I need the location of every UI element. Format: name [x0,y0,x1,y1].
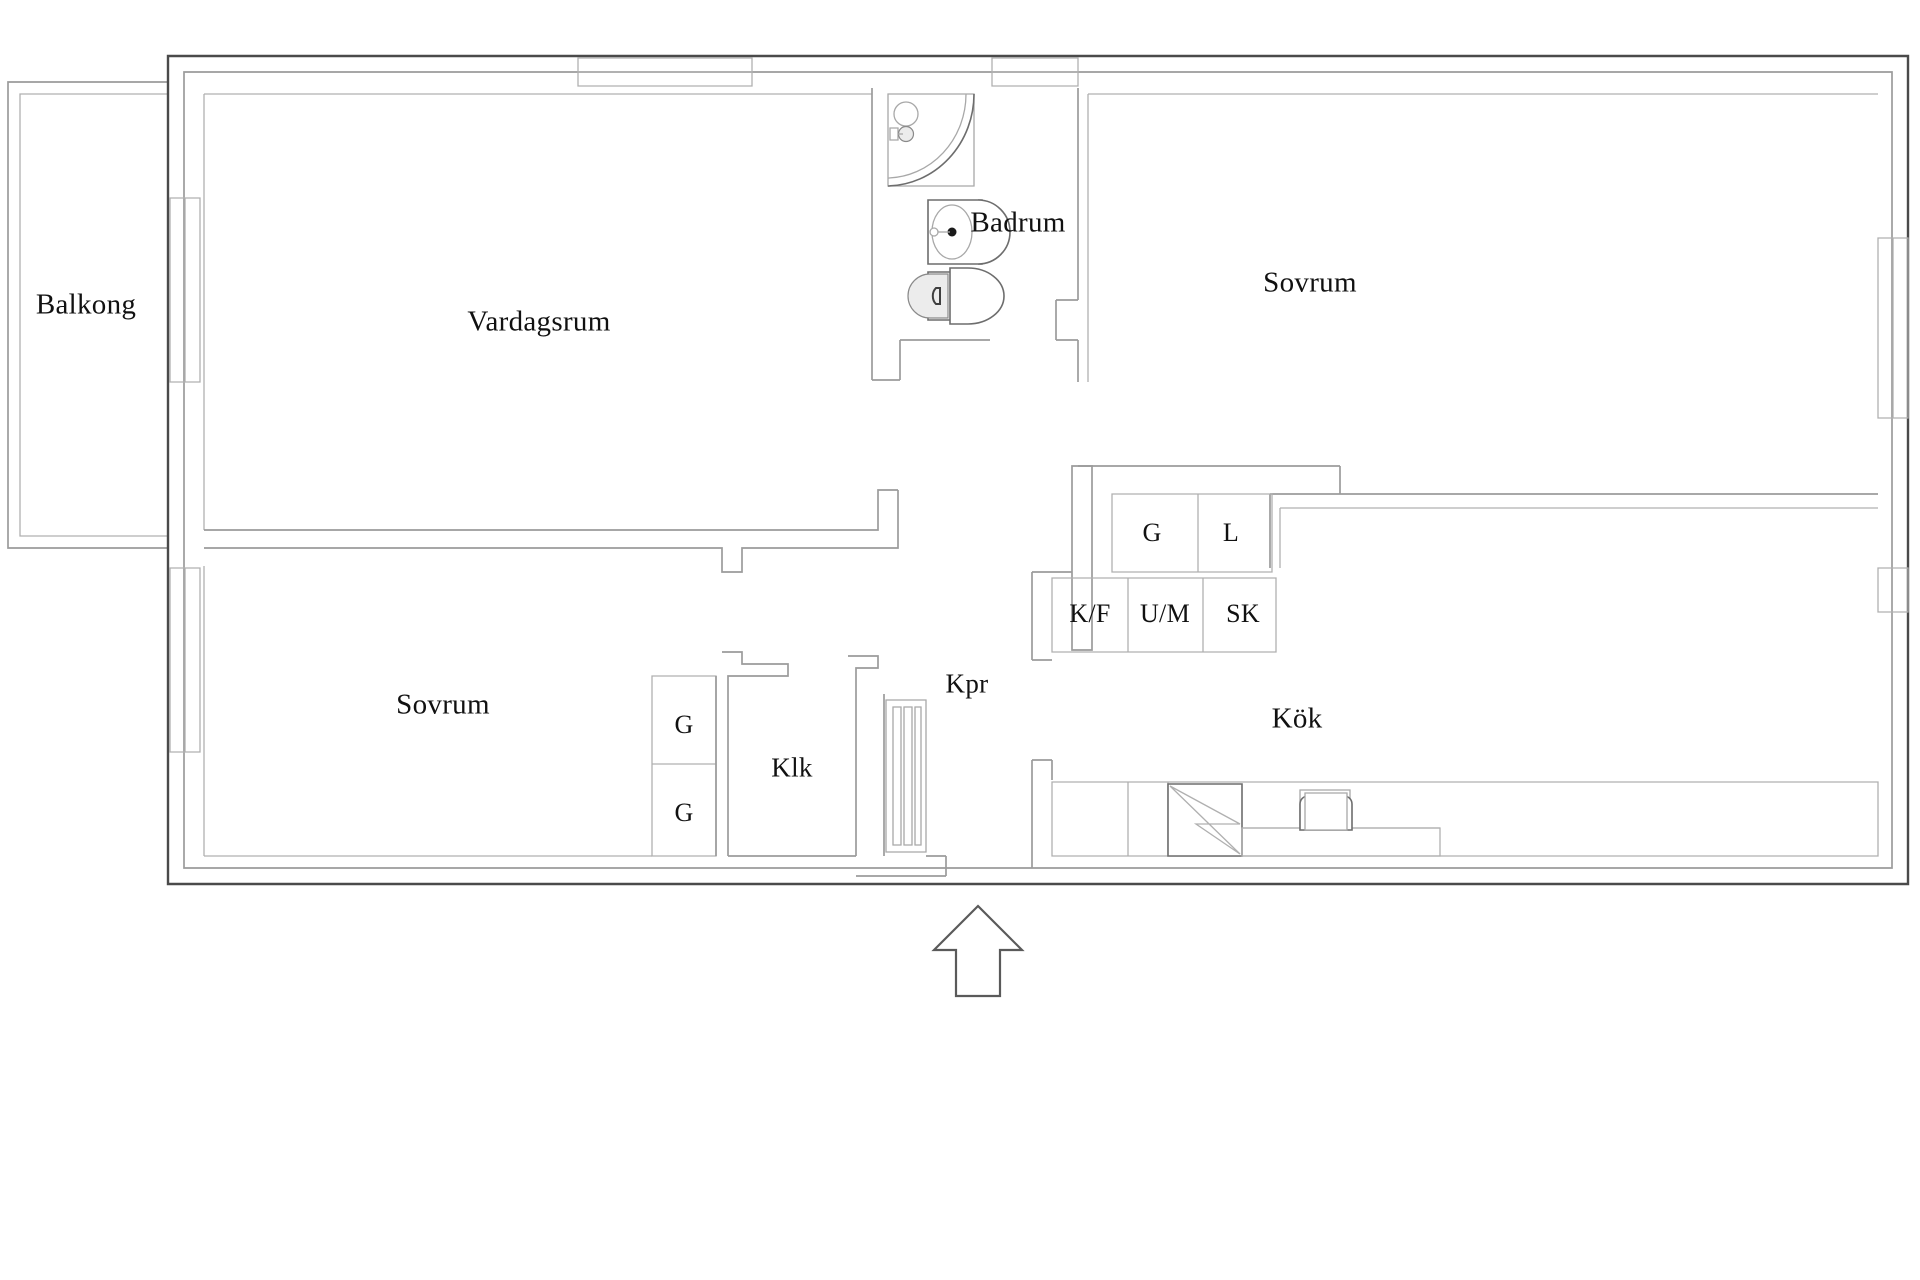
klk-walls [715,651,879,857]
shower-fixture [887,93,975,187]
room-label-kpr: Kpr [945,668,989,699]
wall-vardagsrum-sovrum [204,489,899,573]
kok-walls [1279,507,1878,568]
appliance-label-sk: SK [1226,599,1260,628]
appliance-row-lower [1051,577,1277,653]
building-outer-wall [166,54,1910,886]
toilet-fixture [907,267,1005,325]
washbasin-fixture [927,199,1011,265]
room-label-sovrum-upper: Sovrum [1263,266,1357,299]
kitchen-counter [1051,781,1879,857]
entrance-direction-arrow [931,904,1025,998]
room-label-badrum: Badrum [970,206,1066,239]
appliance-label-kf: K/F [1069,599,1111,628]
window-left-upper [169,197,201,383]
window-top-left [577,57,753,87]
room-label-klk: Klk [771,752,813,783]
appliance-label-g: G [1142,518,1162,547]
room-label-sovrum-lower: Sovrum [396,688,490,721]
kpr-walls [1031,465,1093,868]
sovrum-nedre-walls [203,566,652,857]
room-label-kok: Kök [1271,702,1323,735]
vardagsrum-walls [203,88,990,530]
sovrum-ovre-walls [1078,93,1878,568]
window-right-lower [1877,567,1909,613]
appliance-row-upper [1111,493,1273,573]
window-left-lower [169,567,201,753]
appliance-label-um: U/M [1139,599,1191,628]
garderob-block [651,675,717,857]
room-label-vardagsrum: Vardagsrum [467,305,611,338]
radiator-fixture [883,694,947,876]
room-label-balkong: Balkong [35,288,137,321]
appliance-label-l: L [1222,518,1240,547]
closet-label-garderob-lower: G [674,798,694,827]
window-top-right [991,57,1079,87]
closet-label-garderob-upper: G [674,710,694,739]
badrum-walls [1055,88,1079,382]
window-right-upper [1877,237,1909,419]
